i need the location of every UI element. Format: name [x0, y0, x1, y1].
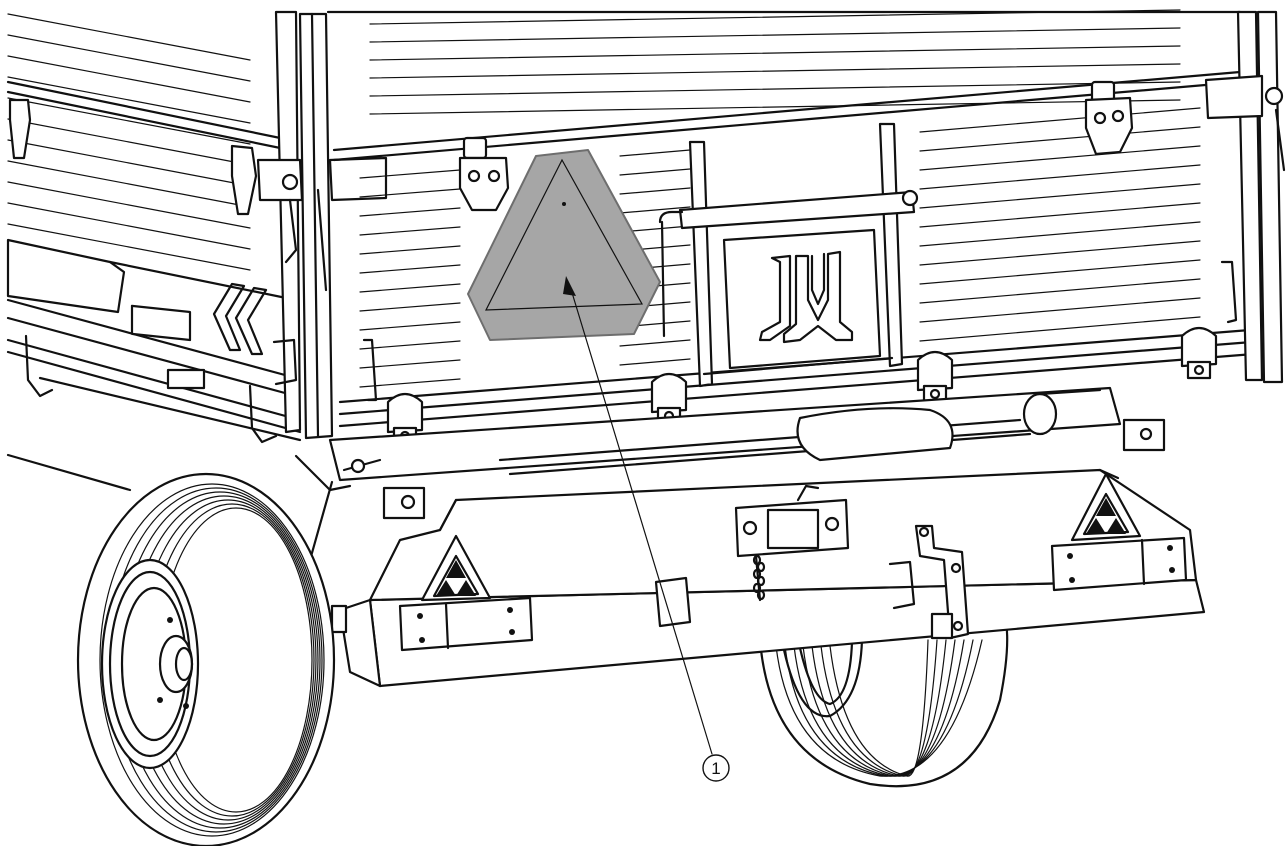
- panel-slat-line: [369, 45, 1181, 61]
- panel-slat-line: [359, 340, 461, 350]
- panel-slat-line: [359, 245, 461, 255]
- chain-link: [752, 582, 762, 594]
- panel-slat-line: [359, 188, 461, 198]
- panel-slat-line: [359, 378, 461, 388]
- right-wheel: [758, 610, 1009, 788]
- tyre-tread-groove: [775, 639, 983, 777]
- panel-slat-line: [7, 97, 251, 145]
- latch-right: [1084, 80, 1134, 156]
- callout-circle: [702, 754, 730, 782]
- callout-arrowhead: [563, 276, 576, 296]
- left-side-panel: [6, 13, 302, 492]
- chain-link: [756, 589, 766, 601]
- left-corner-post: [256, 10, 388, 440]
- panel-slat-line: [7, 139, 251, 187]
- tyre-tread-groove: [820, 639, 938, 777]
- panel-slat-line: [7, 202, 251, 250]
- callout-1: 1: [563, 276, 730, 782]
- panel-slat-line: [619, 339, 691, 347]
- panel-slat-line: [369, 81, 1181, 97]
- panel-slat-line: [919, 297, 1201, 323]
- panel-slat-line: [919, 259, 1201, 285]
- tailgate-hinge: [916, 350, 954, 392]
- latch-left: [458, 136, 510, 212]
- panel-slat-line: [619, 206, 691, 214]
- tyre-tread-groove: [811, 639, 947, 777]
- panel-slat-line: [919, 278, 1201, 304]
- panel-slat-line: [919, 145, 1201, 171]
- panel-slat-line: [919, 240, 1201, 266]
- panel-slat-line: [359, 207, 461, 217]
- hinge-bolt: [929, 388, 941, 400]
- panel-slat-line: [919, 107, 1201, 133]
- tailgate-handles: [272, 260, 1238, 402]
- panel-slat-line: [369, 99, 1181, 115]
- panel-slat-line: [359, 302, 461, 312]
- panel-slat-line: [919, 126, 1201, 152]
- tailgate-hinge: [1180, 326, 1218, 368]
- panel-slat-line: [919, 202, 1201, 228]
- tyre-tread-groove: [784, 639, 974, 777]
- hinge-bolt: [1193, 364, 1205, 376]
- panel-slat-line: [919, 221, 1201, 247]
- ladder-frame: [658, 122, 919, 388]
- rear-bumper: [330, 468, 1206, 688]
- panel-slat-line: [619, 187, 691, 195]
- panel-slat-line: [919, 164, 1201, 190]
- panel-slat-line: [7, 76, 251, 124]
- tailgate-hinge: [386, 392, 424, 434]
- panel-slat-line: [7, 55, 251, 103]
- callout-leader-line: [569, 285, 713, 755]
- tyre-tread-groove: [99, 483, 325, 837]
- tyre-tread-groove: [802, 639, 956, 777]
- panel-slat-line: [7, 223, 251, 271]
- panel-slat-line: [619, 168, 691, 176]
- chain-link: [752, 568, 762, 580]
- chain-link: [756, 561, 766, 573]
- panel-slat-line: [7, 181, 251, 229]
- left-wheel: [76, 472, 336, 846]
- panel-slat-line: [7, 160, 251, 208]
- panel-slat-line: [359, 264, 461, 274]
- chain-link: [756, 575, 766, 587]
- panel-slat-line: [369, 63, 1181, 79]
- tailgate-latches: [458, 80, 1134, 212]
- right-corner-post: [1204, 10, 1286, 384]
- panel-slat-line: [359, 169, 461, 179]
- panel-slat-line: [359, 321, 461, 331]
- tailgate-hinge: [650, 372, 688, 414]
- chain-link: [752, 554, 762, 566]
- panel-slat-line: [359, 359, 461, 369]
- panel-slat-line: [7, 34, 251, 82]
- panel-slat-line: [919, 316, 1201, 342]
- left-rear-lamp: [398, 534, 534, 652]
- panel-slat-line: [7, 118, 251, 166]
- manufacturer-logo: [758, 250, 854, 344]
- right-rear-lamp: [1050, 472, 1188, 592]
- panel-slat-line: [369, 27, 1181, 43]
- panel-slat-line: [359, 226, 461, 236]
- panel-slat-line: [919, 183, 1201, 209]
- panel-slat-line: [619, 149, 691, 157]
- tow-hitch: [734, 484, 850, 602]
- chassis: [294, 386, 1166, 642]
- callout-label: 1: [711, 759, 720, 778]
- slow-moving-vehicle-emblem: [467, 149, 661, 341]
- panel-slat-line: [7, 13, 251, 61]
- panel-slat-line: [359, 283, 461, 293]
- panel-slat-line: [619, 358, 691, 366]
